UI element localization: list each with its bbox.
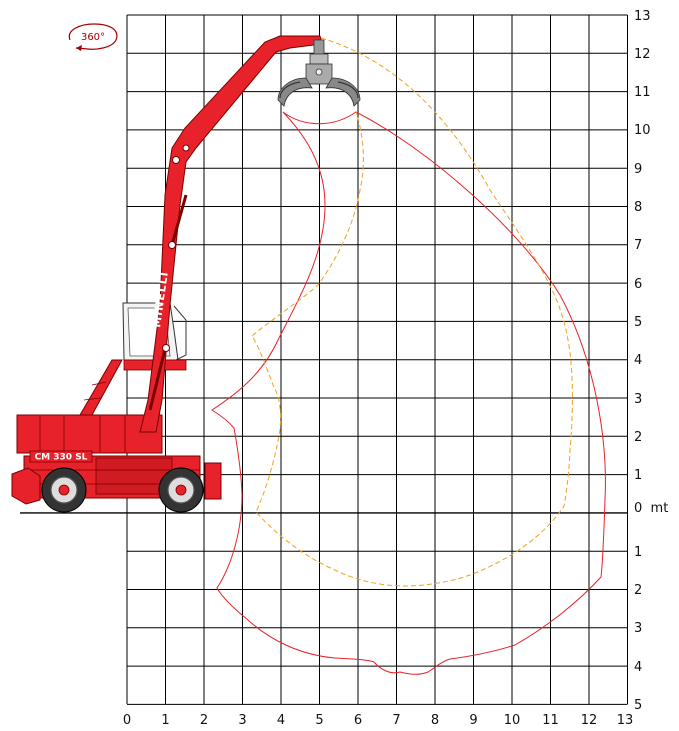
y-tick: 4: [634, 660, 642, 675]
boom-cylinder: [148, 344, 168, 411]
y-tick: 11: [634, 85, 651, 100]
model-plate: [29, 450, 93, 463]
x-tick: 6: [354, 713, 362, 728]
y-tick: 7: [634, 238, 642, 253]
access-ladder: [79, 359, 123, 416]
x-tick: 3: [238, 713, 246, 728]
x-tick: 2: [200, 713, 208, 728]
stick-cylinder: [170, 194, 188, 246]
y-axis-ticks: 13 12 11 10 9 8 7 6 5 4 3 2 1 0 mt 1 2 3…: [634, 9, 668, 713]
y-tick: 8: [634, 200, 642, 215]
y-tick: 2: [634, 583, 642, 598]
rotation-360-badge: 360°: [68, 23, 118, 51]
y-tick: 6: [634, 277, 642, 292]
x-tick: 1: [161, 713, 169, 728]
x-tick: 10: [504, 713, 521, 728]
model-label: CM 330 SL: [35, 453, 88, 463]
y-tick: 5: [634, 698, 642, 713]
y-tick: 10: [634, 123, 651, 138]
upper-house: [16, 414, 163, 454]
inner-working-envelope: [251, 37, 573, 587]
x-tick: 9: [469, 713, 477, 728]
material-handler-machine: CM 330 SL: [11, 35, 361, 513]
grapple: [277, 39, 361, 107]
y-tick: 3: [634, 621, 642, 636]
y-tick: 4: [634, 353, 642, 368]
x-tick: 5: [315, 713, 323, 728]
y-tick: 5: [634, 315, 642, 330]
rear-wheel: [158, 467, 204, 513]
y-tick-zero: 0 mt: [634, 501, 668, 516]
x-tick: 12: [581, 713, 598, 728]
y-tick: 3: [634, 392, 642, 407]
rotation-label: 360°: [81, 32, 105, 43]
x-tick: 7: [392, 713, 400, 728]
y-tick: 1: [634, 468, 642, 483]
x-tick: 8: [431, 713, 439, 728]
outer-working-envelope: [211, 111, 606, 675]
grid: [126, 14, 628, 705]
rear-outrigger: [204, 462, 222, 500]
main-boom: [139, 35, 323, 433]
dozer-blade: [11, 467, 41, 505]
x-tick: 4: [277, 713, 285, 728]
rotation-arrow-icon: [76, 45, 82, 51]
x-tick: 0: [123, 713, 131, 728]
front-wheel: [41, 467, 87, 513]
y-tick: 1: [634, 545, 642, 560]
y-tick: 13: [634, 9, 651, 24]
x-axis-ticks: 0 1 2 3 4 5 6 7 8 9 10 11 12 13: [123, 713, 633, 728]
x-tick: 13: [617, 713, 634, 728]
x-tick: 11: [542, 713, 559, 728]
y-tick: 2: [634, 430, 642, 445]
y-tick: 12: [634, 47, 651, 62]
y-tick: 9: [634, 162, 642, 177]
